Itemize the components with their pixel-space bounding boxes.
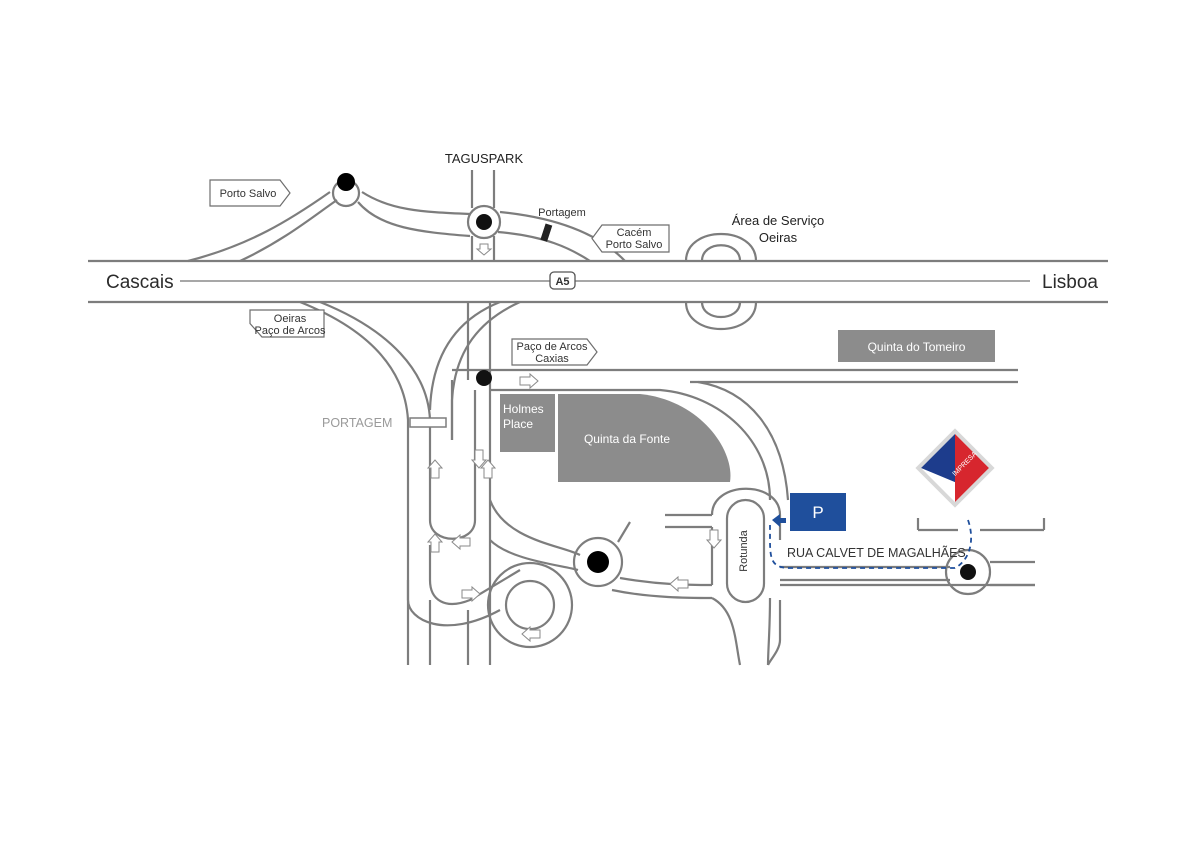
sign-paco-de-arcos: Paço de Arcos Caxias — [511, 338, 598, 366]
taguspark-label: TAGUSPARK — [445, 151, 524, 166]
holmes-label-line2: Place — [503, 417, 533, 431]
sign-porto-salvo: Porto Salvo — [209, 179, 291, 207]
svg-text:Porto Salvo: Porto Salvo — [606, 239, 663, 251]
left-interchange — [299, 300, 581, 665]
holmes-place-block — [500, 394, 555, 452]
portagem-left-label: PORTAGEM — [322, 416, 392, 430]
route-to-parking — [769, 519, 972, 569]
svg-text:Paço de Arcos: Paço de Arcos — [517, 341, 588, 353]
service-area-loop — [684, 232, 758, 331]
porto-salvo-road — [187, 178, 471, 263]
impresa-street — [916, 518, 1046, 596]
area-servico-line2: Oeiras — [759, 230, 798, 245]
svg-text:Paço de Arcos: Paço de Arcos — [255, 325, 326, 337]
parking-arrow — [772, 514, 786, 527]
motorway-shield: A5 — [549, 271, 576, 290]
svg-text:Caxias: Caxias — [535, 353, 569, 365]
taguspark-roundabout — [466, 170, 626, 262]
roundabout-porto-salvo-marker — [337, 173, 355, 191]
svg-text:Cacém: Cacém — [617, 227, 652, 239]
svg-text:Oeiras: Oeiras — [274, 313, 307, 325]
quinta-da-fonte-label: Quinta da Fonte — [584, 432, 670, 446]
parking-label: P — [812, 503, 823, 522]
a5-motorway — [88, 259, 1108, 304]
holmes-label-line1: Holmes — [503, 402, 544, 416]
toll-booth-left — [409, 417, 447, 428]
parking-sign — [790, 493, 846, 531]
quinta-da-fonte-block — [558, 394, 731, 482]
middle-road — [452, 368, 1018, 501]
roundabout-marker-middle — [476, 370, 492, 386]
impresa-logo: IMPRESA — [915, 428, 995, 508]
rotunda-oval — [725, 498, 766, 604]
street-label: RUA CALVET DE MAGALHÃES — [787, 546, 966, 560]
quinta-do-tomeiro-label: Quinta do Tomeiro — [868, 340, 966, 354]
roundabout-marker-lower — [587, 551, 609, 573]
quinta-do-tomeiro-block — [838, 330, 995, 362]
portagem-top-label: Portagem — [538, 207, 586, 219]
sign-cacem: Cacém Porto Salvo — [591, 224, 670, 253]
sign-oeiras: Oeiras Paço de Arcos — [249, 309, 326, 338]
rotunda-label: Rotunda — [738, 529, 750, 571]
toll-booth-top — [540, 223, 553, 242]
motorway-label: A5 — [555, 276, 569, 288]
lisboa-label: Lisboa — [1042, 272, 1098, 293]
svg-text:Porto Salvo: Porto Salvo — [220, 188, 277, 200]
cascais-label: Cascais — [106, 272, 174, 293]
area-servico-line1: Área de Serviço — [732, 213, 825, 228]
